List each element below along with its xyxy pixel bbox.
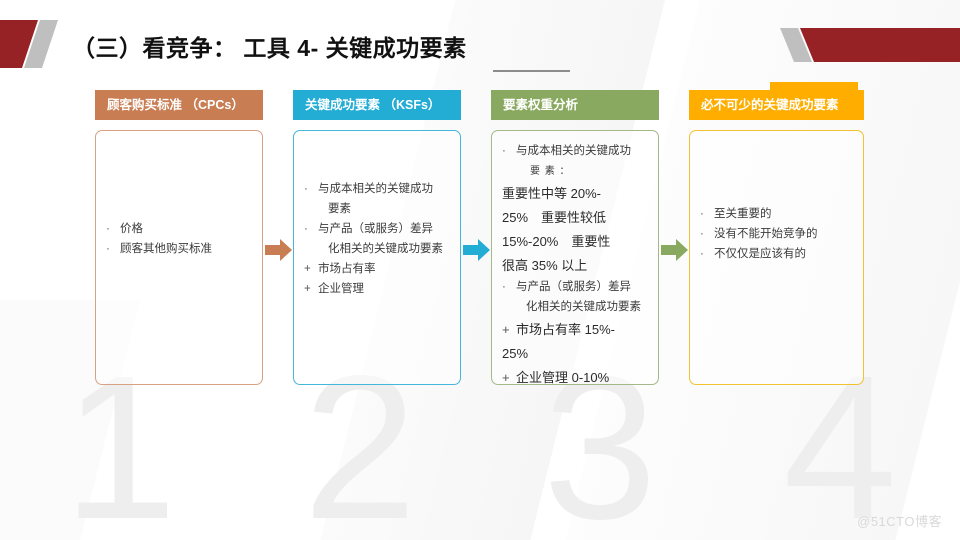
list-item: · 与产品（或服务）差异 (502, 279, 650, 296)
list-item-label: 与成本相关的关键成功 (516, 145, 631, 157)
list-item-label: 企业管理 (318, 283, 364, 295)
list-item-label: 要 素 ： (530, 166, 571, 177)
bullet-marker-icon: · (304, 183, 308, 195)
list-item-label: 要素 (328, 203, 351, 215)
site-watermark: @51CTO博客 (857, 514, 942, 529)
column-weight-analysis-list: · 与成本相关的关键成功 要 素 ： 重要性中等 20%- 25% 重要性较低 1… (502, 143, 650, 388)
list-item-detail: 15%-20% 重要性 (502, 231, 650, 252)
bullet-marker-icon: · (502, 145, 506, 157)
column-ksfs-list: · 与成本相关的关键成功 要素 · 与产品（或服务）差异 化相关的关键成功要素 + 市… (304, 181, 452, 298)
bullet-marker-icon: · (304, 223, 308, 235)
list-item-label: 不仅仅是应该有的 (714, 248, 806, 260)
column-essential-ksfs: 必不可少的关键成功要素 · 至关重要的 · 没有不能开始竞争的 · 不仅仅是应该有的 (689, 90, 864, 385)
list-item: · 顾客其他购买标准 (106, 241, 254, 258)
list-item-label: 没有不能开始竞争的 (714, 228, 818, 240)
list-item: · 与成本相关的关键成功 (502, 143, 650, 160)
column-cpcs-body: · 价格 · 顾客其他购买标准 (95, 130, 263, 385)
plus-marker-icon: + (502, 370, 510, 385)
list-item-label: 市场占有率 15%- (516, 322, 615, 337)
bullet-marker-icon: · (700, 208, 704, 220)
list-item-label: 价格 (120, 223, 143, 235)
list-item: + 市场占有率 15%- (502, 319, 650, 340)
list-item: · 与产品（或服务）差异 (304, 221, 452, 238)
list-item-label: 25% (502, 346, 529, 361)
bullet-marker-icon: · (106, 243, 110, 255)
list-item-detail: 重要性中等 20%- (502, 183, 650, 204)
list-item-detail: 25% (502, 343, 650, 364)
column-essential-ksfs-list: · 至关重要的 · 没有不能开始竞争的 · 不仅仅是应该有的 (700, 206, 855, 263)
bullet-marker-icon: · (502, 281, 506, 293)
list-item-continuation: 要 素 ： (502, 163, 650, 180)
orange-accent-bar (770, 82, 858, 92)
list-item-label: 15%-20% 重要性 (502, 234, 611, 249)
list-item: + 市场占有率 (304, 261, 452, 278)
column-ksfs: 关键成功要素 （KSFs） · 与成本相关的关键成功 要素 · 与产品（或服务）差异… (293, 90, 461, 385)
arrow-col2-to-col3-icon (463, 239, 490, 261)
list-item: · 没有不能开始竞争的 (700, 226, 855, 243)
list-item-label: 化相关的关键成功要素 (328, 243, 443, 255)
list-item-continuation: 化相关的关键成功要素 (304, 241, 452, 258)
title-underline-rule (493, 70, 570, 72)
list-item: · 至关重要的 (700, 206, 855, 223)
bullet-marker-icon: · (700, 248, 704, 260)
list-item: · 与成本相关的关键成功 (304, 181, 452, 198)
list-item-label: 与成本相关的关键成功 (318, 183, 433, 195)
bullet-marker-icon: · (106, 223, 110, 235)
list-item-detail: 很高 35% 以上 (502, 255, 650, 276)
page-title: （三）看竞争： 工具 4- 关键成功要素 (72, 35, 467, 61)
arrow-col1-to-col2-icon (265, 239, 292, 261)
list-item-label: 25% 重要性较低 (502, 210, 607, 225)
list-item-label: 与产品（或服务）差异 (318, 223, 433, 235)
column-ksfs-body: · 与成本相关的关键成功 要素 · 与产品（或服务）差异 化相关的关键成功要素 + 市… (293, 130, 461, 385)
plus-marker-icon: + (304, 283, 311, 295)
top-right-ribbon-decoration (780, 28, 960, 62)
list-item-label: 与产品（或服务）差异 (516, 281, 631, 293)
column-weight-analysis-body: · 与成本相关的关键成功 要 素 ： 重要性中等 20%- 25% 重要性较低 1… (491, 130, 659, 385)
list-item-continuation: 化相关的关键成功要素 (502, 299, 650, 316)
bullet-marker-icon: · (700, 228, 704, 240)
column-weight-analysis-header: 要素权重分析 (491, 90, 659, 120)
top-left-ribbon-decoration (0, 20, 58, 68)
column-essential-ksfs-header: 必不可少的关键成功要素 (689, 90, 864, 120)
list-item: + 企业管理 0-10% (502, 367, 650, 388)
plus-marker-icon: + (502, 322, 510, 337)
arrow-col3-to-col4-icon (661, 239, 688, 261)
list-item-continuation: 要素 (304, 201, 452, 218)
list-item-label: 很高 35% 以上 (502, 258, 588, 273)
column-cpcs-header: 顾客购买标准 （CPCs） (95, 90, 263, 120)
list-item-detail: 25% 重要性较低 (502, 207, 650, 228)
list-item-label: 至关重要的 (714, 208, 772, 220)
column-cpcs-list: · 价格 · 顾客其他购买标准 (106, 221, 254, 258)
list-item: + 企业管理 (304, 281, 452, 298)
list-item-label: 市场占有率 (318, 263, 376, 275)
list-item: · 不仅仅是应该有的 (700, 246, 855, 263)
list-item-label: 企业管理 0-10% (516, 370, 610, 385)
column-ksfs-header: 关键成功要素 （KSFs） (293, 90, 461, 120)
list-item-label: 化相关的关键成功要素 (526, 301, 641, 313)
column-weight-analysis: 要素权重分析 · 与成本相关的关键成功 要 素 ： 重要性中等 20%- 25% … (491, 90, 659, 385)
plus-marker-icon: + (304, 263, 311, 275)
list-item-label: 重要性中等 20%- (502, 186, 601, 201)
list-item-label: 顾客其他购买标准 (120, 243, 212, 255)
column-essential-ksfs-body: · 至关重要的 · 没有不能开始竞争的 · 不仅仅是应该有的 (689, 130, 864, 385)
column-cpcs: 顾客购买标准 （CPCs） · 价格 · 顾客其他购买标准 (95, 90, 263, 385)
list-item: · 价格 (106, 221, 254, 238)
